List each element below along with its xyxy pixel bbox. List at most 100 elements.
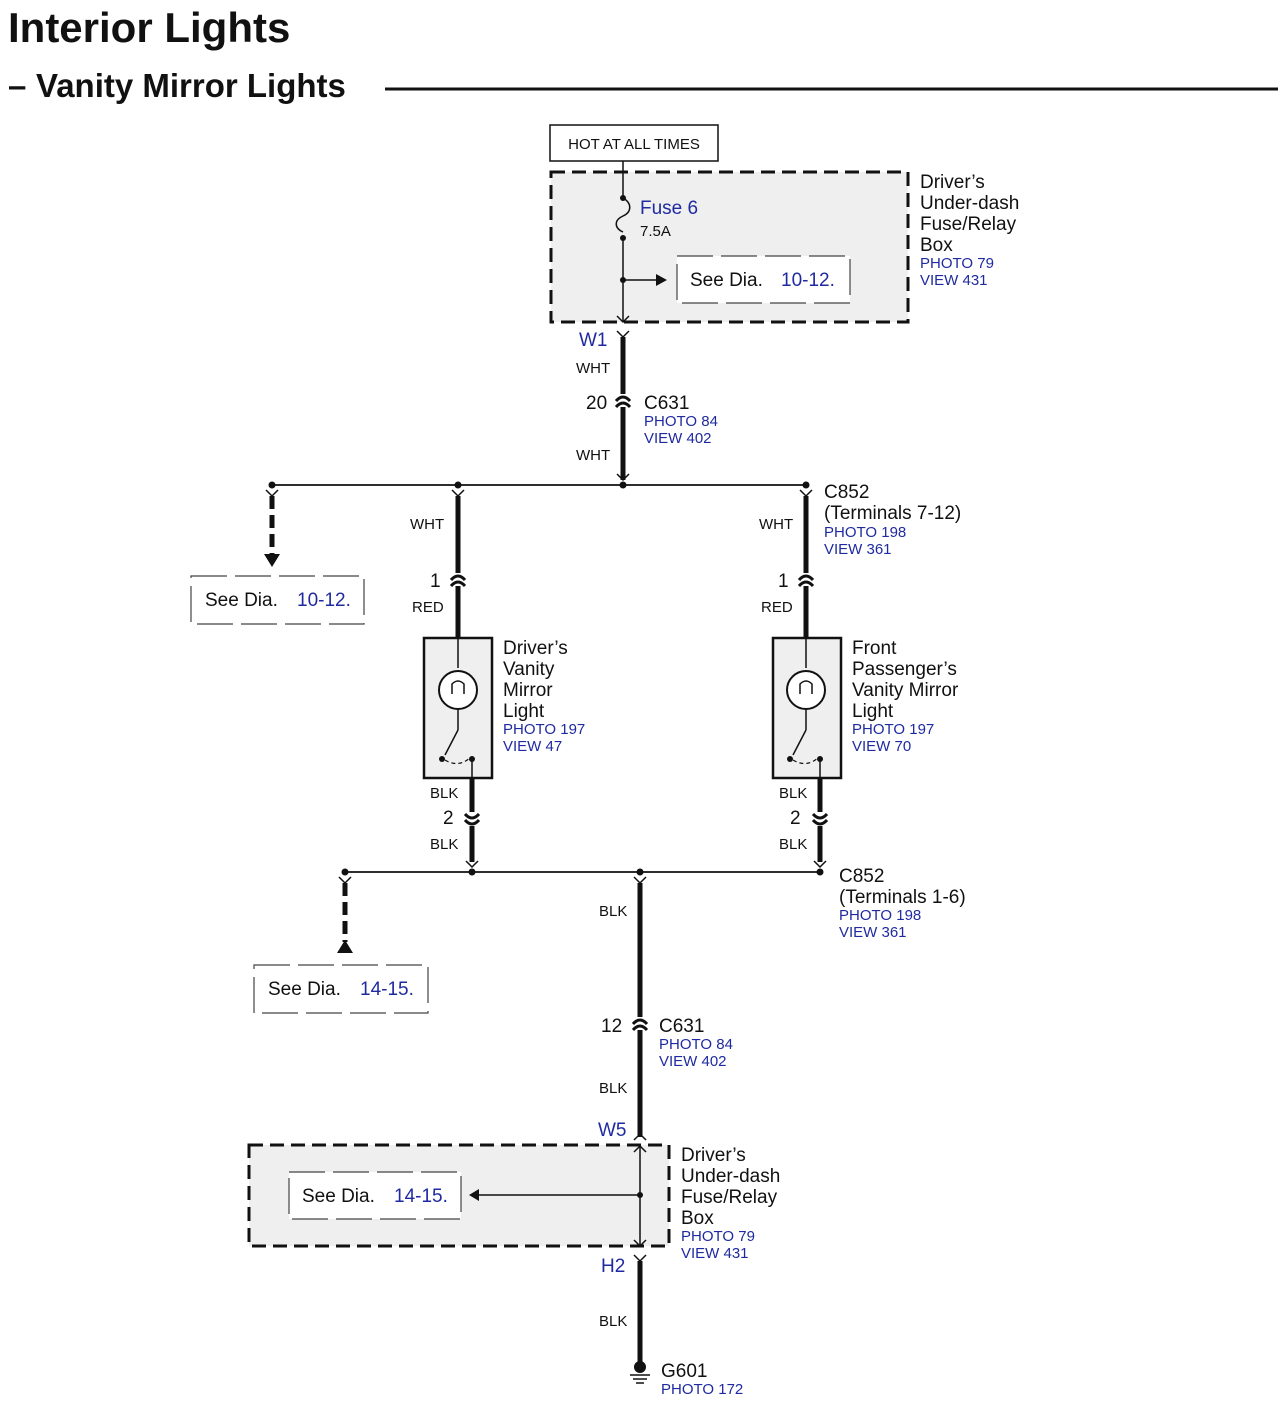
left-see-dia-link-top[interactable]: 10-12. [297,590,351,611]
bottom-see-dia-text: See Dia. [302,1186,375,1207]
terminal-arrow-icon [633,1239,647,1248]
top-box-name-4: Box [920,235,953,256]
driver-ground-fork [465,860,479,869]
driver-conn-upper [449,574,467,582]
pass-conn2-upper [811,812,829,820]
pass-light-view[interactable]: VIEW 70 [852,738,911,755]
c852-top-view[interactable]: VIEW 361 [824,541,892,558]
top-box-view[interactable]: VIEW 431 [920,272,988,289]
top-see-dia-link[interactable]: 10-12. [781,270,835,291]
terminal-fork-icon [633,1132,647,1141]
pass-light-name-3: Vanity Mirror [852,680,959,701]
fuse-name: Fuse 6 [640,198,698,219]
driver-conn-lower [449,580,467,588]
switch-icon [792,729,807,756]
c631-bottom-upper [631,1018,649,1026]
bottom-see-dia-box [288,1171,462,1220]
page-subtitle: Vanity Mirror Lights [36,67,346,104]
bus-left-end [268,481,276,489]
power-source-label: HOT AT ALL TIMES [568,136,700,153]
bulb-filament-icon [451,680,465,694]
driver-light-name-1: Driver’s [503,638,568,659]
c631-bottom-pin: 12 [601,1016,622,1037]
pass-light-name-2: Passenger’s [852,659,957,680]
c631-bottom-lower [631,1024,649,1032]
driver-conn2-lower [463,818,481,826]
driver-light-name-3: Mirror [503,680,553,701]
driver-pin-bottom: 2 [443,808,454,829]
bottom-bus-driver-node [468,868,476,876]
left-see-dia-text-bottom: See Dia. [268,979,341,1000]
pass-wire-color-blk-2: BLK [779,836,807,853]
bulb-icon [786,670,826,710]
pass-wire-color-red: RED [761,599,793,616]
arrow-up-icon [337,940,353,953]
main-wire-color-blk-1: BLK [599,903,627,920]
driver-wire-color-blk-1: BLK [430,785,458,802]
c852-bottom-terminals: (Terminals 1-6) [839,887,966,908]
c852-top-name: C852 [824,482,869,503]
ground-point [634,1361,646,1373]
left-see-dia-box-bottom [253,964,429,1014]
pass-light-photo[interactable]: PHOTO 197 [852,721,934,738]
left-see-dia-link-bottom[interactable]: 14-15. [360,979,414,1000]
fuse-rating: 7.5A [640,223,671,240]
driver-light-view[interactable]: VIEW 47 [503,738,562,755]
subtitle-dash: – [8,67,26,104]
pass-conn-lower [797,580,815,588]
power-source-box [549,124,719,162]
c852-bottom-photo[interactable]: PHOTO 198 [839,907,921,924]
arrow-left-icon [469,1189,479,1201]
top-box-photo[interactable]: PHOTO 79 [920,255,994,272]
fuse-terminal-top [620,195,626,201]
left-see-dia-text-top: See Dia. [205,590,278,611]
pass-conn-upper [797,574,815,582]
bulb-icon [438,670,478,710]
c631-top-photo[interactable]: PHOTO 84 [644,413,718,430]
c631-top-view[interactable]: VIEW 402 [644,430,712,447]
top-box-name-1: Driver’s [920,172,985,193]
driver-light-photo[interactable]: PHOTO 197 [503,721,585,738]
top-bus-splice [619,481,627,489]
switch-mechanical-link [444,757,471,765]
arrow-right-icon [656,274,667,286]
bulb-filament-icon [799,680,813,694]
pass-ground-fork [813,860,827,869]
c631-bottom-photo[interactable]: PHOTO 84 [659,1036,733,1053]
driver-wire-color-wht: WHT [410,516,444,533]
c631-bottom-view[interactable]: VIEW 402 [659,1053,727,1070]
bottom-box-view[interactable]: VIEW 431 [681,1245,749,1262]
bottom-see-dia-link[interactable]: 14-15. [394,1186,448,1207]
bottom-bus-left-end [341,868,349,876]
c852-top-photo[interactable]: PHOTO 198 [824,524,906,541]
terminal-h2: H2 [601,1256,625,1277]
ground-photo[interactable]: PHOTO 172 [661,1381,743,1398]
driver-conn2-upper [463,812,481,820]
pass-wire-color-wht: WHT [759,516,793,533]
switch-mechanical-link [792,757,819,765]
driver-pin-top: 1 [430,571,441,592]
wire-color-wht-1: WHT [576,360,610,377]
top-box-name-3: Fuse/Relay [920,214,1017,235]
c631-top-name: C631 [644,393,689,414]
c631-top-pin: 20 [586,393,607,414]
c631-top-upper [614,395,632,403]
c852-top-terminals: (Terminals 7-12) [824,503,961,524]
pass-light-name-1: Front [852,638,897,659]
bus-pass-node [802,481,810,489]
left-see-dia-box-top [190,575,365,625]
terminal-arrow-icon [616,315,630,324]
terminal-fork-icon [633,1254,647,1263]
c852-bottom-view[interactable]: VIEW 361 [839,924,907,941]
left-bottom-fork [338,876,352,885]
switch-icon [444,729,459,756]
bottom-bus-pass-node [816,868,824,876]
pass-pin-bottom: 2 [790,808,801,829]
bottom-box-photo[interactable]: PHOTO 79 [681,1228,755,1245]
pass-conn2-lower [811,818,829,826]
bottom-box-name-2: Under-dash [681,1166,780,1187]
top-box-name-2: Under-dash [920,193,1019,214]
top-see-dia-box [676,255,851,304]
pass-light-name-4: Light [852,701,894,722]
